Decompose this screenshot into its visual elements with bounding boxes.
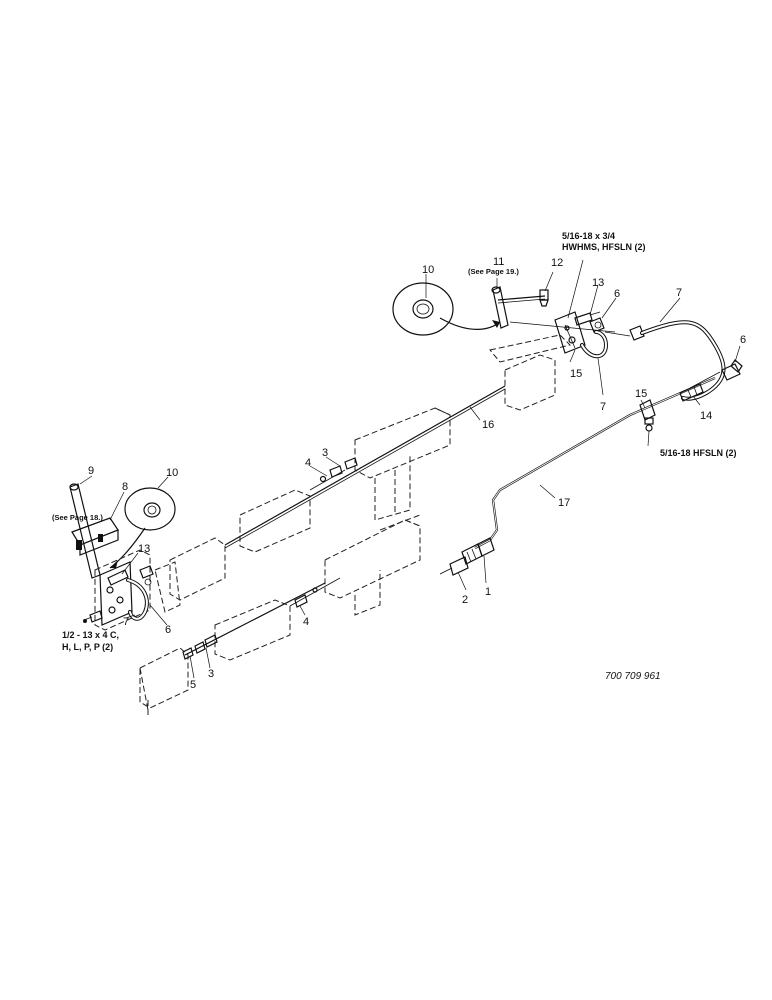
note-bolt-top-line1: 5/16-18 x 3/4 <box>562 231 615 241</box>
callout-4-upper: 4 <box>305 457 311 469</box>
lever-11 <box>491 286 546 329</box>
callout-13-left: 13 <box>138 543 150 555</box>
callout-7-long: 7 <box>676 287 682 299</box>
callout-16: 16 <box>482 419 494 431</box>
notes: (See Page 19.) (See Page 18.) 5/16-18 x … <box>52 231 737 682</box>
callout-11: 11 <box>493 256 504 268</box>
fittings-3-4-upper <box>309 457 358 491</box>
note-see-page-19: (See Page 19.) <box>468 267 519 276</box>
callout-6-left: 6 <box>165 624 171 636</box>
callout-7-left: 7 <box>123 616 129 628</box>
note-nut-right: 5/16-18 HFSLN (2) <box>660 448 737 458</box>
callout-3-lower: 3 <box>208 668 214 680</box>
callout-7-top: 7 <box>600 401 606 413</box>
callout-10-top: 10 <box>422 264 434 276</box>
callout-15-top: 15 <box>570 368 582 380</box>
callout-13-top: 13 <box>592 277 604 289</box>
tube-16 <box>224 385 506 549</box>
note-bolt-top-line2: HWHMS, HFSLN (2) <box>562 242 646 252</box>
lower-frame-tube <box>139 514 421 718</box>
callout-10-left: 10 <box>166 467 178 479</box>
callout-17: 17 <box>558 497 570 509</box>
fitting-12 <box>539 289 549 307</box>
tube-17 <box>474 376 716 549</box>
short-hose-7-top <box>580 330 609 359</box>
note-bolt-left-line1: 1/2 - 13 x 4 C, <box>62 630 119 640</box>
callout-8: 8 <box>122 481 128 493</box>
fittings-3-4-5-lower <box>182 587 318 660</box>
callout-15-right: 15 <box>635 388 647 400</box>
callout-5: 5 <box>190 679 196 691</box>
long-hose-7 <box>629 320 743 401</box>
callout-6-top: 6 <box>614 288 620 300</box>
callout-labels: 10 11 12 13 6 7 6 15 7 15 14 16 17 1 2 3… <box>88 256 746 691</box>
leader-lines <box>79 259 741 679</box>
callout-2: 2 <box>462 594 468 606</box>
left-assembly <box>69 483 176 631</box>
note-see-page-18: (See Page 18.) <box>52 513 103 522</box>
upper-right-assembly <box>392 282 631 359</box>
callout-6-right: 6 <box>740 334 746 346</box>
connector-1-2 <box>439 537 495 576</box>
callout-14: 14 <box>700 410 712 422</box>
callout-4-lower: 4 <box>303 616 309 628</box>
upper-frame-tube <box>154 334 571 613</box>
callout-12: 12 <box>551 257 563 269</box>
drawing-number: 700 709 961 <box>605 671 661 682</box>
elbow-6-top <box>589 317 605 333</box>
bracket-15-top <box>554 311 586 354</box>
fitting-13-top <box>574 311 601 326</box>
callout-3-upper: 3 <box>322 447 328 459</box>
note-bolt-left-line2: H, L, P, P (2) <box>62 642 113 652</box>
callout-1: 1 <box>485 586 491 598</box>
callout-9: 9 <box>88 465 94 477</box>
disc-10-top <box>392 282 501 336</box>
